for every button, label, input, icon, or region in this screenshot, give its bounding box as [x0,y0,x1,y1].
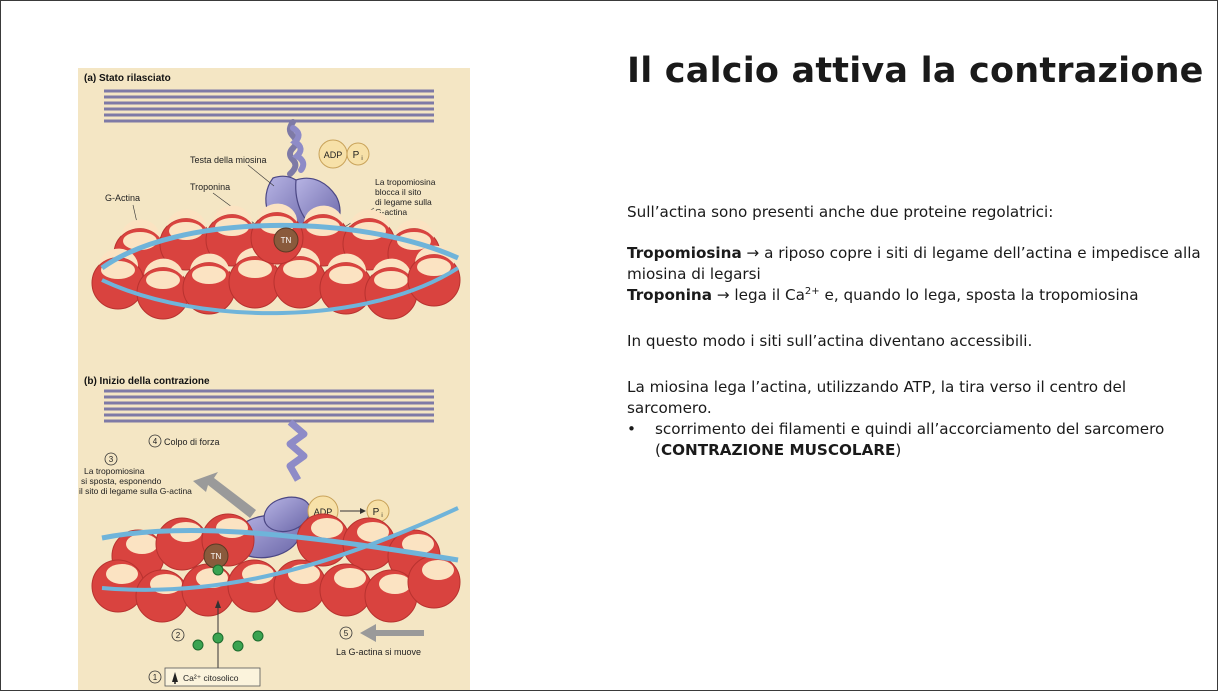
label-g-actina-si-muove: La G-actina si muove [336,647,421,657]
muscle-contraction-figure: (a) Stato rilasciato ADP P i Testa della… [78,68,470,690]
svg-text:P: P [373,507,380,518]
power-stroke-arrow [193,472,256,518]
calcium-ions [192,630,264,652]
miosina-paragraph: La miosina lega l’actina, utilizzando AT… [627,378,1127,417]
actin-move-arrow [360,624,424,642]
tropomyosin-a [100,222,460,271]
tropomiosina-term: Tropomiosina [627,244,742,262]
label-troponina: Troponina [190,182,230,192]
svg-text:ADP: ADP [324,150,343,160]
svg-text:1: 1 [153,673,158,682]
svg-text:3: 3 [109,455,114,464]
bullet-text: scorrimento dei filamenti e quindi all’a… [655,420,1165,459]
tropomiosina-paragraph: Tropomiosina → a riposo copre i siti di … [627,243,1212,285]
panel-a-title: (a) Stato rilasciato [84,73,171,84]
label-tropomiosina-4: G-actina [375,207,407,217]
figure-svg: (a) Stato rilasciato ADP P i Testa della… [79,73,461,687]
svg-text:ADP: ADP [314,507,333,517]
svg-text:5: 5 [344,629,349,638]
intro-paragraph: Sull’actina sono presenti anche due prot… [627,203,1054,221]
myosin-neck-a [287,119,299,177]
svg-text:TN: TN [211,552,222,561]
bullet-end: ) [895,441,902,459]
label-ca-citosolico: Ca²⁺ citosolico [183,673,239,683]
thick-filament-a [104,88,434,123]
svg-text:i: i [361,156,362,162]
troponina-text-a: → lega il Ca [712,286,805,304]
myosin-neck-b [286,419,308,482]
actin-filament-a [91,203,461,320]
svg-text:2: 2 [176,631,181,640]
accessible-paragraph: In questo modo i siti sull’actina divent… [627,332,1033,350]
slide-title: Il calcio attiva la contrazione [627,51,1204,91]
svg-text:P: P [353,150,360,161]
label-g-actina: G-Actina [105,193,140,203]
bullet-item: • scorrimento dei filamenti e quindi all… [627,419,1212,461]
label-tropomiosina-1: La tropomiosina [375,177,436,187]
panel-b-title: (b) Inizio della contrazione [84,376,210,387]
troponin-a [273,227,299,253]
tropomiosina-text: → a riposo copre i siti di legame dell’a… [627,244,1201,283]
svg-text:i: i [381,513,382,519]
label-tropomiosina-2: blocca il sito [375,187,422,197]
troponina-sup: 2+ [804,285,820,297]
svg-text:4: 4 [153,437,158,446]
calcium-box [164,667,261,687]
troponina-paragraph: Troponina → lega il Ca2+ e, quando lo le… [627,285,1212,306]
pi-circle-a [346,142,370,166]
bullet-bold: CONTRAZIONE MUSCOLARE [660,441,896,459]
label-tropomiosina-3: di legame sulla [375,197,432,207]
svg-text:TN: TN [281,236,292,245]
calcium-bound [212,564,224,576]
troponina-term: Troponina [627,286,712,304]
label-colpo-di-forza: Colpo di forza [164,437,220,447]
thick-filament-b [104,388,434,423]
slide-body: Sull’actina sono presenti anche due prot… [627,202,1212,461]
label-step3-2: si sposta, esponendo [81,476,162,486]
bullet-marker: • [627,420,636,438]
bullet-content: scorrimento dei filamenti e quindi all’a… [655,419,1212,461]
label-step3-1: La tropomiosina [84,466,145,476]
troponina-text-b: e, quando lo lega, sposta la tropomiosin… [819,286,1139,304]
label-step3-3: il sito di legame sulla G-actina [79,486,192,496]
tropomyosin-b [101,527,459,563]
label-myosin-head: Testa della miosina [190,155,267,165]
